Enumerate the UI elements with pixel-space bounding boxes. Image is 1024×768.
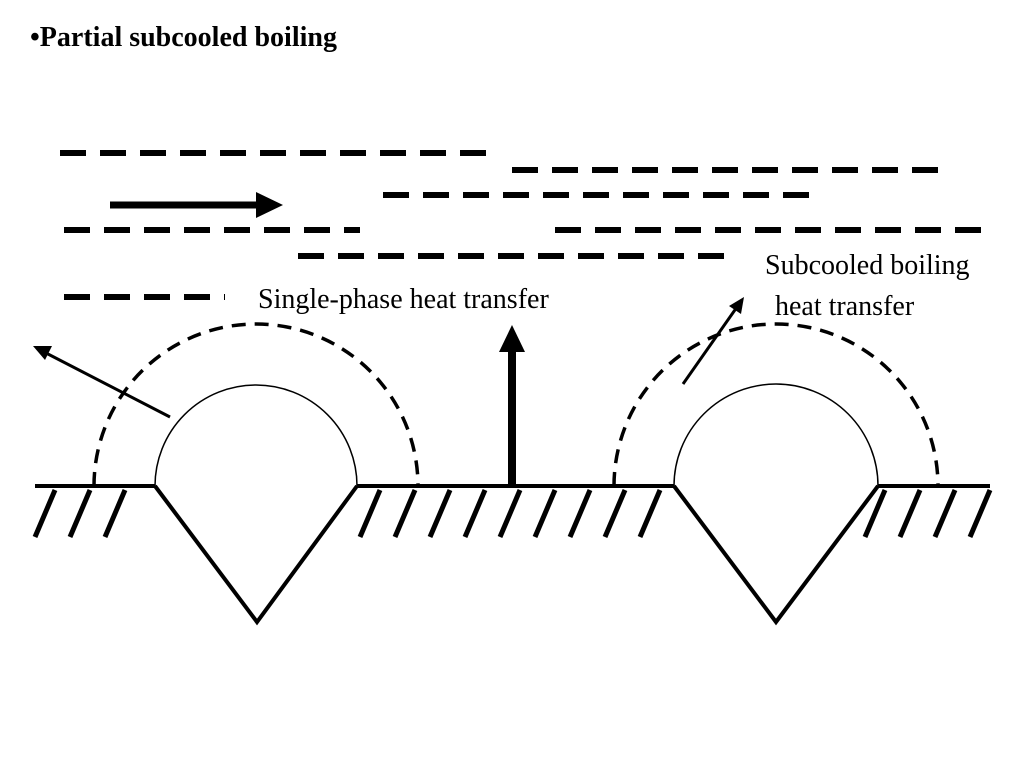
bubble-left [154,384,358,487]
slide-title: •Partial subcooled boiling [30,22,337,53]
subcooled-label-line1: Subcooled boiling [765,250,970,281]
boundary-layer-right [612,322,940,487]
nucleation-cavities [153,484,880,626]
vapor-bubbles [154,383,879,487]
bubble-right [673,383,879,487]
subcooled-leader-arrow [681,297,744,385]
boundary-layer-left [92,322,420,487]
flow-streamlines [60,150,985,300]
wall-hatching [32,489,993,538]
single-phase-label: Single-phase heat transfer [258,284,549,315]
cavity-left [153,484,359,626]
thermal-boundary-layers [92,322,940,487]
subcooled-label-line2: heat transfer [775,291,915,322]
bubble-leader-arrow [33,346,171,419]
single-phase-heat-arrow [499,325,525,486]
cavity-right [672,484,880,626]
flow-direction-arrow [110,192,283,218]
